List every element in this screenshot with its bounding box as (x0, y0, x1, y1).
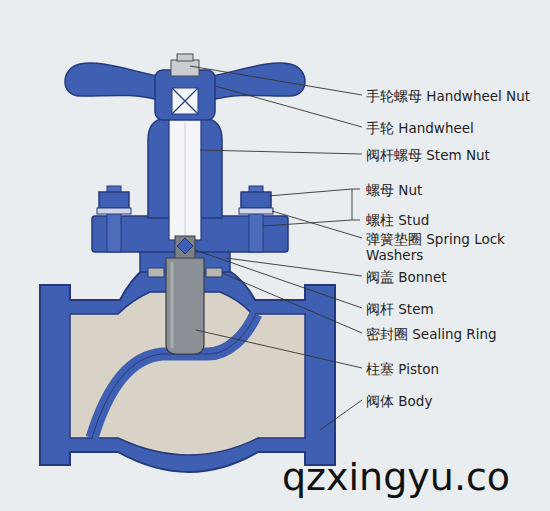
part-label: 手轮 Handwheel (366, 120, 474, 136)
handwheel (212, 63, 305, 100)
part-label: 阀体 Body (366, 393, 432, 409)
part-label: 柱塞 Piston (366, 361, 439, 377)
part-label: 密封圈 Sealing Ring (366, 326, 497, 342)
nut (99, 192, 129, 208)
sealing-ring (148, 268, 164, 277)
part-label: 螺柱 Stud (366, 212, 429, 228)
part-label: 弹簧垫圈 Spring Lock Washers (366, 231, 542, 263)
stem-square-cross (172, 88, 198, 114)
handwheel (65, 63, 158, 100)
stem-joint (177, 238, 193, 254)
handwheel-nut (171, 60, 199, 76)
stem-square (172, 88, 198, 114)
nut (241, 192, 271, 208)
part-label: 螺母 Nut (366, 182, 422, 198)
sealing-ring (206, 268, 222, 277)
piston-shine (171, 262, 174, 348)
leader-lines (190, 66, 362, 430)
piston (166, 258, 204, 354)
watermark: qzxingyu.co (282, 455, 510, 499)
part-label: 手轮螺母 Handwheel Nut (366, 88, 530, 104)
part-label: 阀盖 Bonnet (366, 269, 447, 285)
part-label: 阀杆螺母 Stem Nut (366, 147, 490, 163)
stem-nut (169, 116, 201, 240)
spring-washer (239, 208, 273, 214)
handwheel-hub (155, 70, 215, 120)
spring-washer (97, 208, 131, 214)
handwheel-nut (177, 54, 193, 61)
part-label: 阀杆 Stem (366, 301, 434, 317)
stem-axis (185, 122, 186, 236)
